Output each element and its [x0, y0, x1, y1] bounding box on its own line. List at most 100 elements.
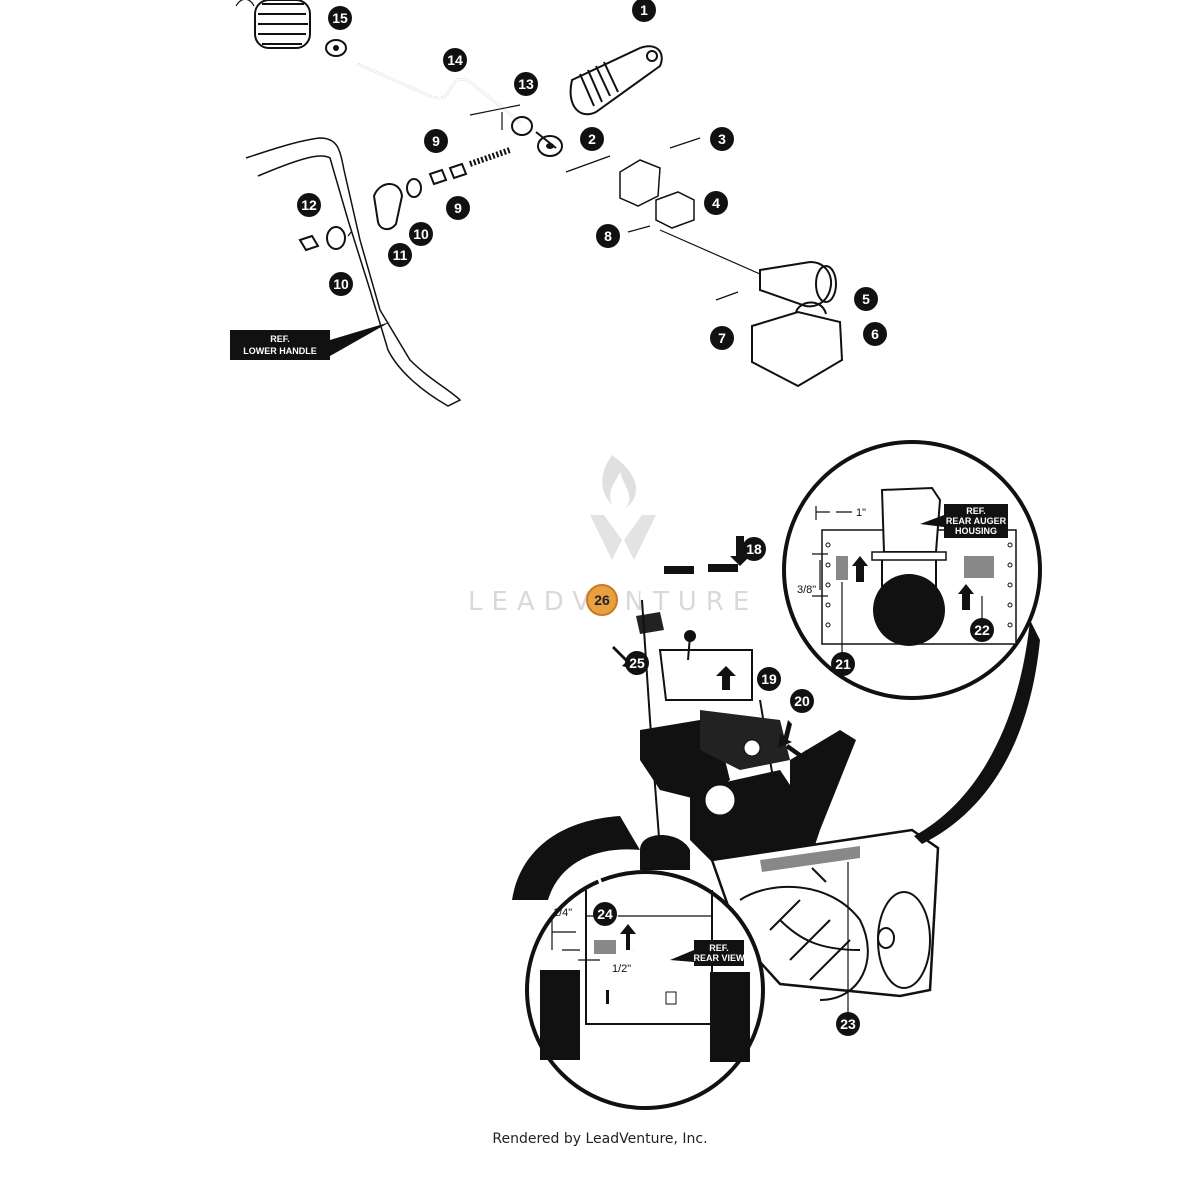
callout-circle — [836, 1012, 860, 1036]
callout-number: 21 — [835, 656, 851, 672]
ref-rear-view-label: REF. REAR VIEW — [670, 940, 745, 966]
callout-1[interactable]: 1 — [632, 0, 656, 22]
spring-1 — [569, 45, 663, 116]
callout-10[interactable]: 10 — [409, 222, 433, 246]
callout-number: 7 — [718, 330, 726, 346]
detail-rear-auger-housing: 1" 3/8" REF. REAR AUGER HOUSING — [782, 440, 1042, 844]
callout-22[interactable]: 22 — [970, 618, 994, 642]
washer-15 — [325, 39, 347, 57]
callout-circle — [757, 667, 781, 691]
callout-3[interactable]: 3 — [710, 127, 734, 151]
washer-10a — [406, 178, 422, 198]
callout-circle — [409, 222, 433, 246]
callout-23[interactable]: 23 — [836, 1012, 860, 1036]
callout-circle — [742, 537, 766, 561]
callout-circle — [443, 48, 467, 72]
callout-number: 10 — [413, 226, 429, 242]
spring-left — [235, 0, 311, 49]
callout-circle — [514, 72, 538, 96]
bracket — [619, 159, 661, 207]
callout-number: 14 — [447, 52, 463, 68]
pin-3 — [669, 137, 701, 149]
callout-circle — [854, 287, 878, 311]
callout-9[interactable]: 9 — [446, 196, 470, 220]
ref-rear-auger-line3: HOUSING — [955, 526, 997, 536]
callout-4[interactable]: 4 — [704, 191, 728, 215]
callout-circle — [388, 243, 412, 267]
callout-number: 20 — [794, 693, 810, 709]
callout-number: 9 — [432, 133, 440, 149]
callout-circle — [593, 902, 617, 926]
lower-handle — [245, 137, 462, 407]
callout-circle — [831, 652, 855, 676]
callout-number: 19 — [761, 671, 777, 687]
callout-11[interactable]: 11 — [388, 243, 412, 267]
callout-20[interactable]: 20 — [790, 689, 814, 713]
callout-number: 10 — [333, 276, 349, 292]
callout-number: 18 — [746, 541, 762, 557]
bushing-5 — [759, 260, 832, 308]
callout-6[interactable]: 6 — [863, 322, 887, 346]
callout-21[interactable]: 21 — [831, 652, 855, 676]
dim-1-2-inch: 1/2" — [612, 963, 631, 975]
callout-12[interactable]: 12 — [297, 193, 321, 217]
ref-rear-view-line2: REAR VIEW — [693, 953, 745, 963]
callout-circle — [710, 127, 734, 151]
callout-number: 11 — [393, 247, 408, 263]
callout-circle — [580, 127, 604, 151]
callout-25[interactable]: 25 — [625, 651, 649, 675]
callout-number: 12 — [301, 197, 317, 213]
ref-lower-handle-line2: LOWER HANDLE — [243, 346, 317, 356]
callout-number: 26 — [594, 592, 610, 608]
callout-number: 4 — [712, 195, 720, 211]
ref-rear-auger-line2: REAR AUGER — [946, 516, 1007, 526]
callout-number: 1 — [640, 2, 648, 18]
callout-number: 2 — [588, 131, 596, 147]
callout-8[interactable]: 8 — [596, 224, 620, 248]
callout-14[interactable]: 14 — [443, 48, 467, 72]
callout-circle — [329, 272, 353, 296]
mount-6 — [751, 310, 844, 388]
assembly-line — [659, 229, 781, 275]
callout-circle — [424, 129, 448, 153]
callout-15[interactable]: 15 — [328, 6, 352, 30]
block-4 — [655, 191, 695, 229]
callout-circle — [586, 584, 618, 616]
callout-9[interactable]: 9 — [424, 129, 448, 153]
callout-circle — [328, 6, 352, 30]
callout-18[interactable]: 18 — [742, 537, 766, 561]
callout-circle — [446, 196, 470, 220]
dim-1-inch: 1" — [856, 507, 866, 519]
callout-19[interactable]: 19 — [757, 667, 781, 691]
nut-12 — [298, 234, 320, 252]
detail-rear-view: 1/4" 1/2" REF. REAR VIEW — [512, 816, 765, 1110]
washer-10b — [326, 226, 346, 250]
callout-10[interactable]: 10 — [329, 272, 353, 296]
ref-lower-handle-line1: REF. — [270, 334, 290, 344]
callout-circle — [596, 224, 620, 248]
callout-5[interactable]: 5 — [854, 287, 878, 311]
callout-number: 9 — [454, 200, 462, 216]
callout-13[interactable]: 13 — [514, 72, 538, 96]
callout-7[interactable]: 7 — [710, 326, 734, 350]
callout-number: 8 — [604, 228, 612, 244]
shift-rod-14 — [357, 63, 521, 123]
callout-number: 5 — [862, 291, 870, 307]
callout-circle — [790, 689, 814, 713]
callout-circle — [710, 326, 734, 350]
callout-24[interactable]: 24 — [593, 902, 617, 926]
callout-number: 13 — [518, 76, 534, 92]
footer-credit: Rendered by LeadVenture, Inc. — [492, 1131, 708, 1147]
callout-number: 6 — [871, 326, 879, 342]
callout-circle — [863, 322, 887, 346]
bracket-11 — [372, 183, 404, 230]
shift-rod-assembly — [235, 0, 844, 407]
threaded-rod — [469, 147, 511, 167]
callout-2[interactable]: 2 — [580, 127, 604, 151]
dim-1-4-inch: 1/4" — [553, 907, 572, 919]
callout-number: 25 — [629, 655, 645, 671]
callout-26[interactable]: 26 — [586, 584, 618, 616]
pin-7 — [715, 291, 739, 301]
